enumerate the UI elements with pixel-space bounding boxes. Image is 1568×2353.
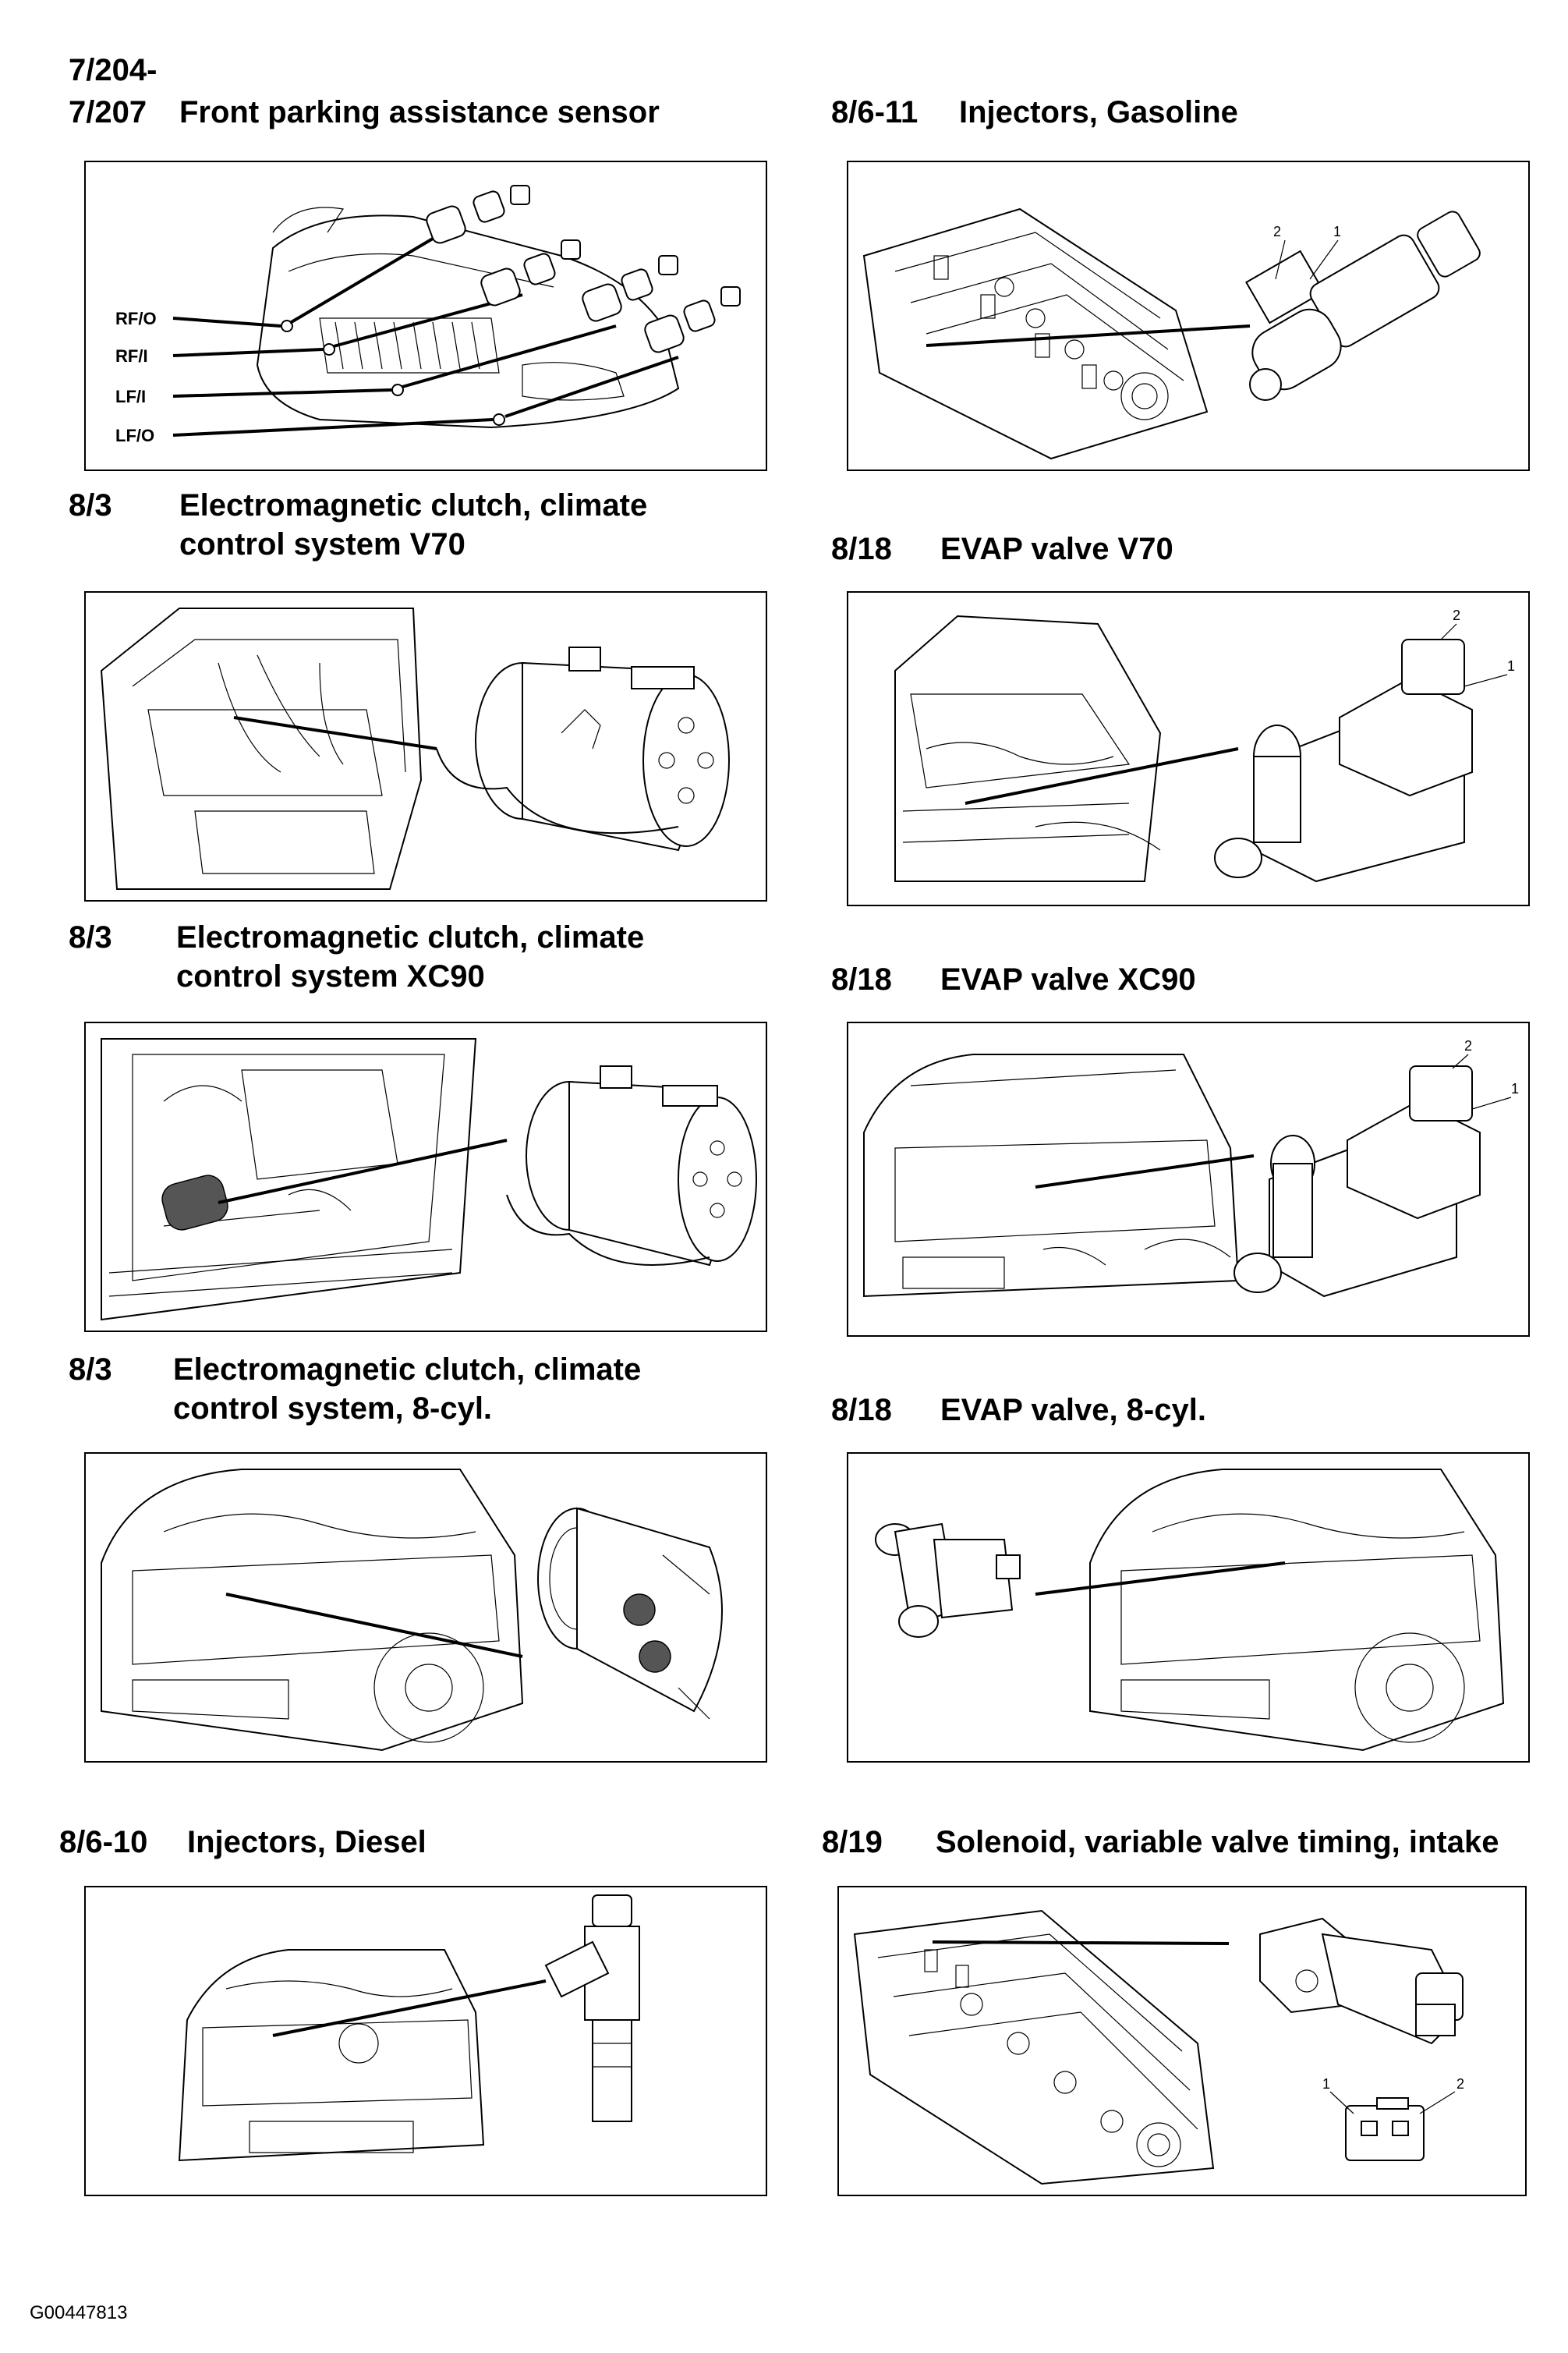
connector-part xyxy=(1345,2097,1425,2161)
label-lf-i: LF/I xyxy=(115,387,146,406)
figure-clutch-8cyl xyxy=(84,1452,767,1763)
section-code: 8/3 xyxy=(69,488,112,523)
sensor-part-2 xyxy=(480,239,581,307)
label-rf-i: RF/I xyxy=(115,346,148,366)
section-code: 8/18 xyxy=(831,532,892,566)
label-lf-o: LF/O xyxy=(115,426,154,445)
sensor-part-4 xyxy=(644,286,741,353)
section-title-line1: Electromagnetic clutch, climate xyxy=(179,488,648,523)
clutch-8cyl-illustration xyxy=(101,1469,723,1752)
section-code: 7/207 xyxy=(69,95,147,129)
section-code: 8/18 xyxy=(831,962,892,997)
evap-v70-illustration: 2 1 xyxy=(894,608,1515,883)
figure-front-parking-sensor: RF/O RF/I LF/I LF/O xyxy=(84,161,767,471)
sensor-part-3 xyxy=(582,255,678,322)
diesel-injector-illustration xyxy=(178,1894,640,2162)
section-title: Solenoid, variable valve timing, intake xyxy=(936,1825,1499,1859)
callout-1: 1 xyxy=(1511,1081,1519,1097)
callout-2: 2 xyxy=(1273,224,1281,239)
callout-1: 1 xyxy=(1333,224,1341,239)
section-code: 8/6-10 xyxy=(59,1825,148,1859)
evap-valve-part xyxy=(875,1522,1021,1638)
clutch-xc90-highlight xyxy=(161,1175,228,1231)
compressor-part xyxy=(506,1065,757,1267)
section-code: 8/3 xyxy=(69,1352,112,1387)
evap-valve-part xyxy=(1234,1065,1481,1298)
figure-clutch-xc90 xyxy=(84,1022,767,1332)
evap-valve-part xyxy=(1214,639,1473,883)
evap-8cyl-illustration xyxy=(875,1469,1505,1752)
callout-1: 1 xyxy=(1322,2076,1330,2092)
gasoline-injector-illustration: 2 1 xyxy=(862,207,1481,460)
figure-vvt-solenoid: 1 2 xyxy=(837,1886,1527,2196)
callout-1: 1 xyxy=(1507,658,1515,674)
clutch-v70-illustration xyxy=(100,608,730,890)
section-title: Front parking assistance sensor xyxy=(179,95,660,129)
callout-2: 2 xyxy=(1464,1038,1472,1054)
sensor-rf-inner-dot xyxy=(323,343,335,356)
sensor-rf-outer-dot xyxy=(281,320,293,332)
section-title-line2: control system XC90 xyxy=(176,959,485,994)
figure-injectors-gasoline: 2 1 xyxy=(847,161,1530,471)
section-code-line1: 7/204- xyxy=(69,53,158,87)
section-code: 8/3 xyxy=(69,920,112,955)
clutch-xc90-illustration xyxy=(101,1038,757,1321)
sensor-lf-outer-dot xyxy=(493,413,505,426)
section-code: 8/18 xyxy=(831,1393,892,1427)
vvt-solenoid-illustration: 1 2 xyxy=(853,1909,1464,2185)
compressor-part xyxy=(537,1507,723,1720)
callout-2: 2 xyxy=(1453,608,1460,623)
section-title-line2: control system V70 xyxy=(179,527,465,562)
section-title-line2: control system, 8-cyl. xyxy=(173,1391,493,1426)
figure-injectors-diesel xyxy=(84,1886,767,2196)
injector-part xyxy=(1244,211,1481,401)
section-title: EVAP valve V70 xyxy=(940,532,1173,566)
section-title-line1: Electromagnetic clutch, climate xyxy=(173,1352,642,1387)
evap-xc90-illustration: 2 1 xyxy=(863,1038,1519,1298)
solenoid-part xyxy=(1259,1917,1464,2045)
section-title: EVAP valve, 8-cyl. xyxy=(940,1393,1206,1427)
compressor-part xyxy=(436,647,730,852)
section-title: Injectors, Gasoline xyxy=(959,95,1238,129)
injector-part xyxy=(544,1894,640,2122)
figure-evap-8cyl xyxy=(847,1452,1530,1763)
figure-clutch-v70 xyxy=(84,591,767,902)
callout-2: 2 xyxy=(1457,2076,1464,2092)
parking-sensor-illustration: RF/O RF/I LF/I LF/O xyxy=(115,185,741,445)
figure-id: G00447813 xyxy=(30,2302,128,2323)
section-title: EVAP valve XC90 xyxy=(940,962,1196,997)
sensor-lf-inner-dot xyxy=(391,384,404,396)
section-code: 8/6-11 xyxy=(831,95,919,129)
label-rf-o: RF/O xyxy=(115,309,157,328)
figure-evap-v70: 2 1 xyxy=(847,591,1530,906)
section-title: Injectors, Diesel xyxy=(187,1825,427,1859)
section-code: 8/19 xyxy=(822,1825,883,1859)
sensor-part-1 xyxy=(426,185,530,244)
figure-evap-xc90: 2 1 xyxy=(847,1022,1530,1337)
section-title-line1: Electromagnetic clutch, climate xyxy=(176,920,645,955)
